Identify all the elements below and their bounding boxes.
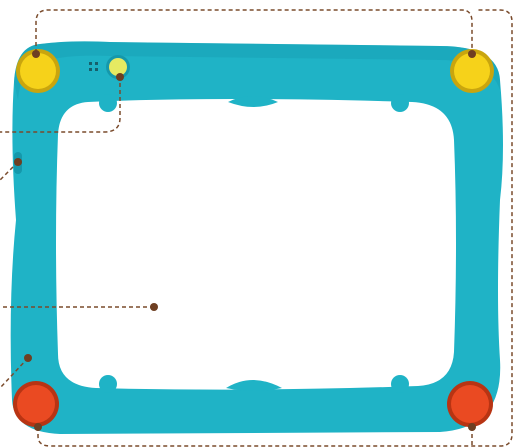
callout-dots [14, 50, 476, 431]
callout-dot [32, 50, 40, 58]
screen-area [56, 99, 456, 390]
top-inner-bump-center [228, 96, 278, 107]
top-buttons-leader [35, 9, 473, 53]
bottom-inner-bump-left [99, 375, 117, 393]
top-left-yellow-button [16, 49, 60, 93]
bottom-inner-bump-center [226, 380, 282, 391]
callout-dot [34, 423, 42, 431]
callout-dot [116, 73, 124, 81]
callout-dot [468, 50, 476, 58]
bottom-right-red-button [447, 381, 493, 427]
callout-dot [14, 158, 22, 166]
bottom-buttons-leader [37, 9, 513, 447]
callout-dot [468, 423, 476, 431]
camera-sensor [106, 55, 130, 79]
top-inner-bump-left [99, 94, 117, 112]
top-inner-bump-right [391, 94, 409, 112]
callout-dot [24, 354, 32, 362]
frame-shade [14, 41, 500, 100]
callout-dot [150, 303, 158, 311]
speaker-dots [89, 62, 98, 71]
bottom-inner-bump-right [391, 375, 409, 393]
bottom-left-red-button [13, 381, 59, 427]
side-upper-leader [0, 161, 19, 181]
top-right-yellow-button [450, 49, 494, 93]
sensor-leader [0, 76, 121, 133]
